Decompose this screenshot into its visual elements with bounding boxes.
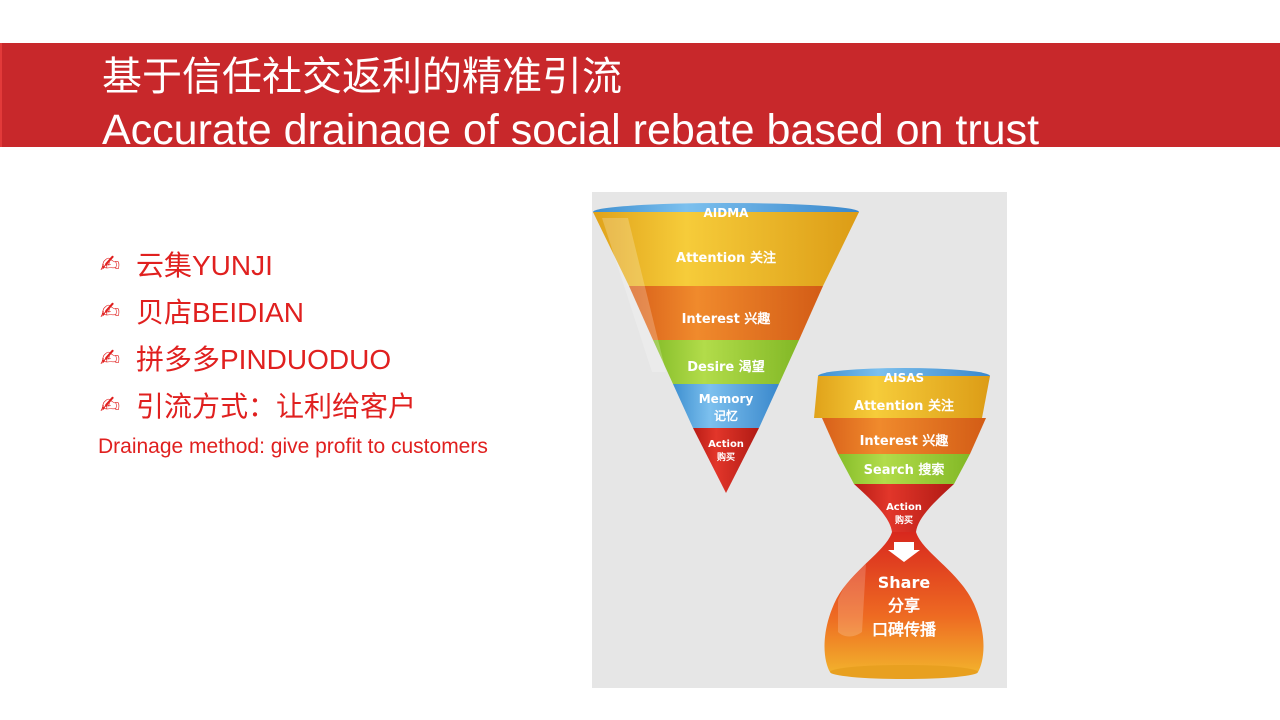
slide-title-chinese: 基于信任社交返利的精准引流 <box>102 55 622 99</box>
aidma-funnel: AIDMA Attention 关注 Interest 兴趣 Desire 渴望… <box>593 203 859 493</box>
aisas-search-label: Search 搜索 <box>864 462 945 478</box>
bullet-text: 贝店BEIDIAN <box>136 296 305 328</box>
aisas-title: AISAS <box>884 371 924 385</box>
funnel-figure: AIDMA Attention 关注 Interest 兴趣 Desire 渴望… <box>592 192 1007 688</box>
aisas-attention-label: Attention 关注 <box>854 398 954 414</box>
aidma-attention-label: Attention 关注 <box>676 250 776 266</box>
aisas-base <box>830 665 978 679</box>
aidma-action-band <box>693 428 759 493</box>
aisas-gloss <box>838 564 866 637</box>
aisas-share-bulb <box>824 532 984 672</box>
slide-title-english: Accurate drainage of social rebate based… <box>102 106 1040 147</box>
aisas-share-cn-label: 分享 <box>888 596 920 615</box>
aidma-gloss <box>602 218 666 372</box>
aidma-memory-cn-label: 记忆 <box>714 408 738 423</box>
bullet-item-yunji: ✍ 云集YUNJI <box>100 240 416 287</box>
bullet-text: 云集YUNJI <box>136 249 273 281</box>
aidma-memory-label: Memory <box>699 392 754 406</box>
aidma-interest-label: Interest 兴趣 <box>682 311 772 327</box>
bullet-text: 拼多多PINDUODUO <box>136 343 392 375</box>
aidma-interest-band <box>629 286 823 340</box>
drainage-method-caption: Drainage method: give profit to customer… <box>98 435 488 458</box>
aisas-attention-band <box>814 376 990 418</box>
aisas-action-label: Action <box>886 502 922 513</box>
writing-hand-icon: ✍ <box>100 390 121 419</box>
writing-hand-icon: ✍ <box>100 343 121 372</box>
aisas-interest-label: Interest 兴趣 <box>860 433 950 449</box>
bullet-item-pinduoduo: ✍ 拼多多PINDUODUO <box>100 334 416 381</box>
down-arrow-icon <box>888 542 920 562</box>
aidma-title: AIDMA <box>704 206 750 220</box>
bullet-text: 引流方式：让利给客户 <box>136 390 417 422</box>
aisas-interest-band <box>822 418 986 454</box>
aidma-desire-label: Desire 渴望 <box>687 359 765 375</box>
funnel-diagram: AIDMA Attention 关注 Interest 兴趣 Desire 渴望… <box>593 203 990 679</box>
aidma-desire-band <box>653 340 799 384</box>
aisas-share-label: Share <box>878 573 931 592</box>
aidma-action-cn-label: 购买 <box>717 451 735 463</box>
aisas-action-band <box>854 484 954 532</box>
title-banner: 基于信任社交返利的精准引流 Accurate drainage of socia… <box>0 43 1280 147</box>
aidma-attention-band <box>593 212 859 286</box>
writing-hand-icon: ✍ <box>100 249 121 278</box>
aisas-hourglass: AISAS Attention 关注 Interest 兴趣 Search 搜索… <box>814 368 990 679</box>
aisas-word-of-mouth-label: 口碑传播 <box>872 620 937 639</box>
writing-hand-icon: ✍ <box>100 296 121 325</box>
aisas-search-band <box>838 454 970 484</box>
aisas-action-cn-label: 购买 <box>895 514 913 526</box>
bullet-item-drainage-method: ✍ 引流方式：让利给客户 <box>100 381 416 428</box>
bullet-item-beidian: ✍ 贝店BEIDIAN <box>100 287 416 334</box>
bullet-list: ✍ 云集YUNJI ✍ 贝店BEIDIAN ✍ 拼多多PINDUODUO ✍ 引… <box>100 240 416 428</box>
aidma-action-label: Action <box>708 439 744 450</box>
aidma-memory-band <box>673 384 779 428</box>
